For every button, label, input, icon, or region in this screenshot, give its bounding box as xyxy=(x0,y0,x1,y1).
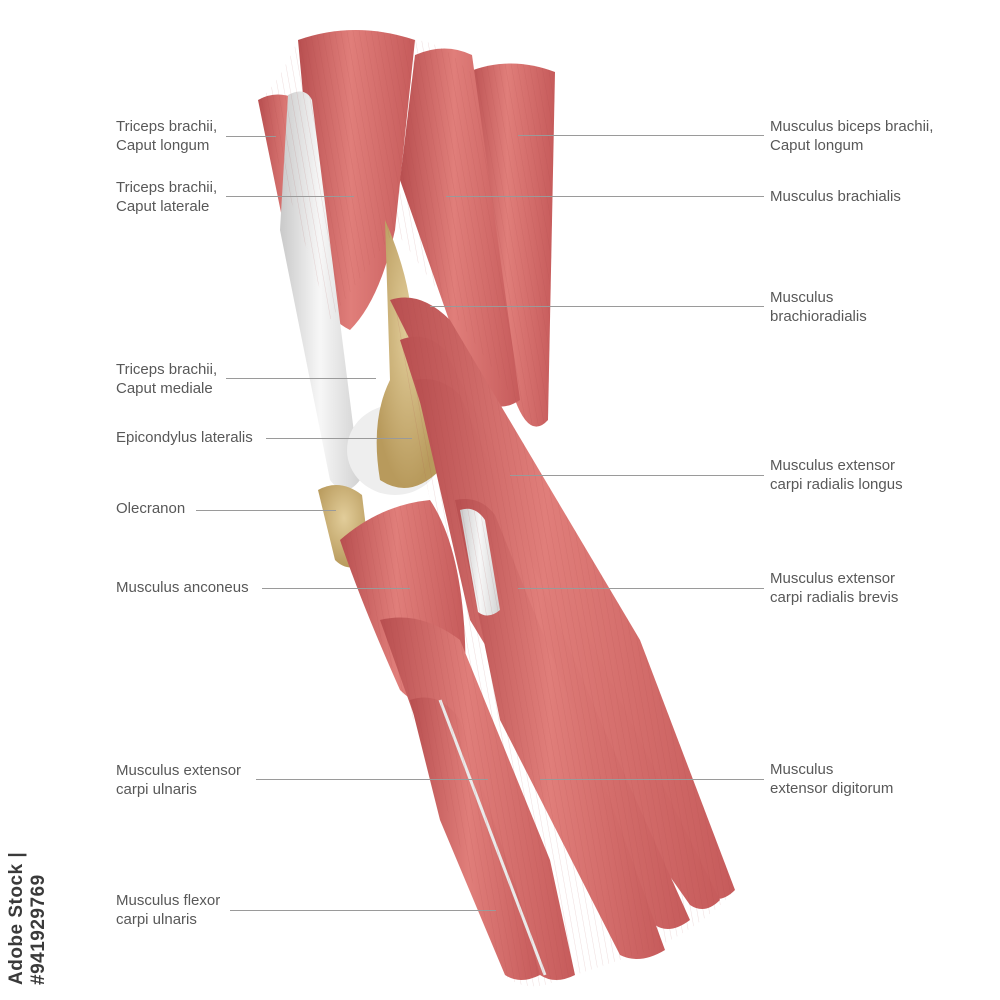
label-brachioradialis: Musculus brachioradialis xyxy=(770,289,867,325)
label-olecranon: Olecranon xyxy=(116,500,186,517)
stock-watermark: Adobe Stock | #941929769 xyxy=(6,851,49,985)
leader-line xyxy=(226,196,354,197)
leader-line xyxy=(226,136,276,137)
leader-line xyxy=(510,475,764,476)
leader-line xyxy=(518,135,764,136)
leader-line xyxy=(266,438,412,439)
leader-line xyxy=(230,910,496,911)
leader-line xyxy=(540,779,764,780)
leader-line xyxy=(226,378,376,379)
leader-line xyxy=(262,588,410,589)
label-extensor-carpi-radialis-brevis: Musculus extensor carpi radialis brevis xyxy=(770,570,899,606)
leader-line xyxy=(446,196,764,197)
label-biceps-brachii: Musculus biceps brachii, Caput longum xyxy=(770,118,934,154)
leader-line xyxy=(196,510,336,511)
leader-line xyxy=(430,306,764,307)
label-extensor-digitorum: Musculus extensor digitorum xyxy=(770,761,894,797)
label-epicondylus-lateralis: Epicondylus lateralis xyxy=(116,429,253,446)
leader-line xyxy=(256,779,488,780)
label-triceps-caput-mediale: Triceps brachii, Caput mediale xyxy=(116,361,218,397)
label-flexor-carpi-ulnaris: Musculus flexor carpi ulnaris xyxy=(116,892,221,928)
label-musculus-anconeus: Musculus anconeus xyxy=(116,579,249,596)
label-brachialis: Musculus brachialis xyxy=(770,188,901,205)
label-triceps-caput-longum: Triceps brachii, Caput longum xyxy=(116,118,218,154)
label-extensor-carpi-ulnaris: Musculus extensor carpi ulnaris xyxy=(116,762,242,798)
leader-line xyxy=(518,588,764,589)
forearm-fiber-overlay xyxy=(340,297,735,987)
upper-fiber-overlay xyxy=(258,30,555,427)
label-triceps-caput-laterale: Triceps brachii, Caput laterale xyxy=(116,179,218,215)
label-extensor-carpi-radialis-longus: Musculus extensor carpi radialis longus xyxy=(770,457,903,493)
